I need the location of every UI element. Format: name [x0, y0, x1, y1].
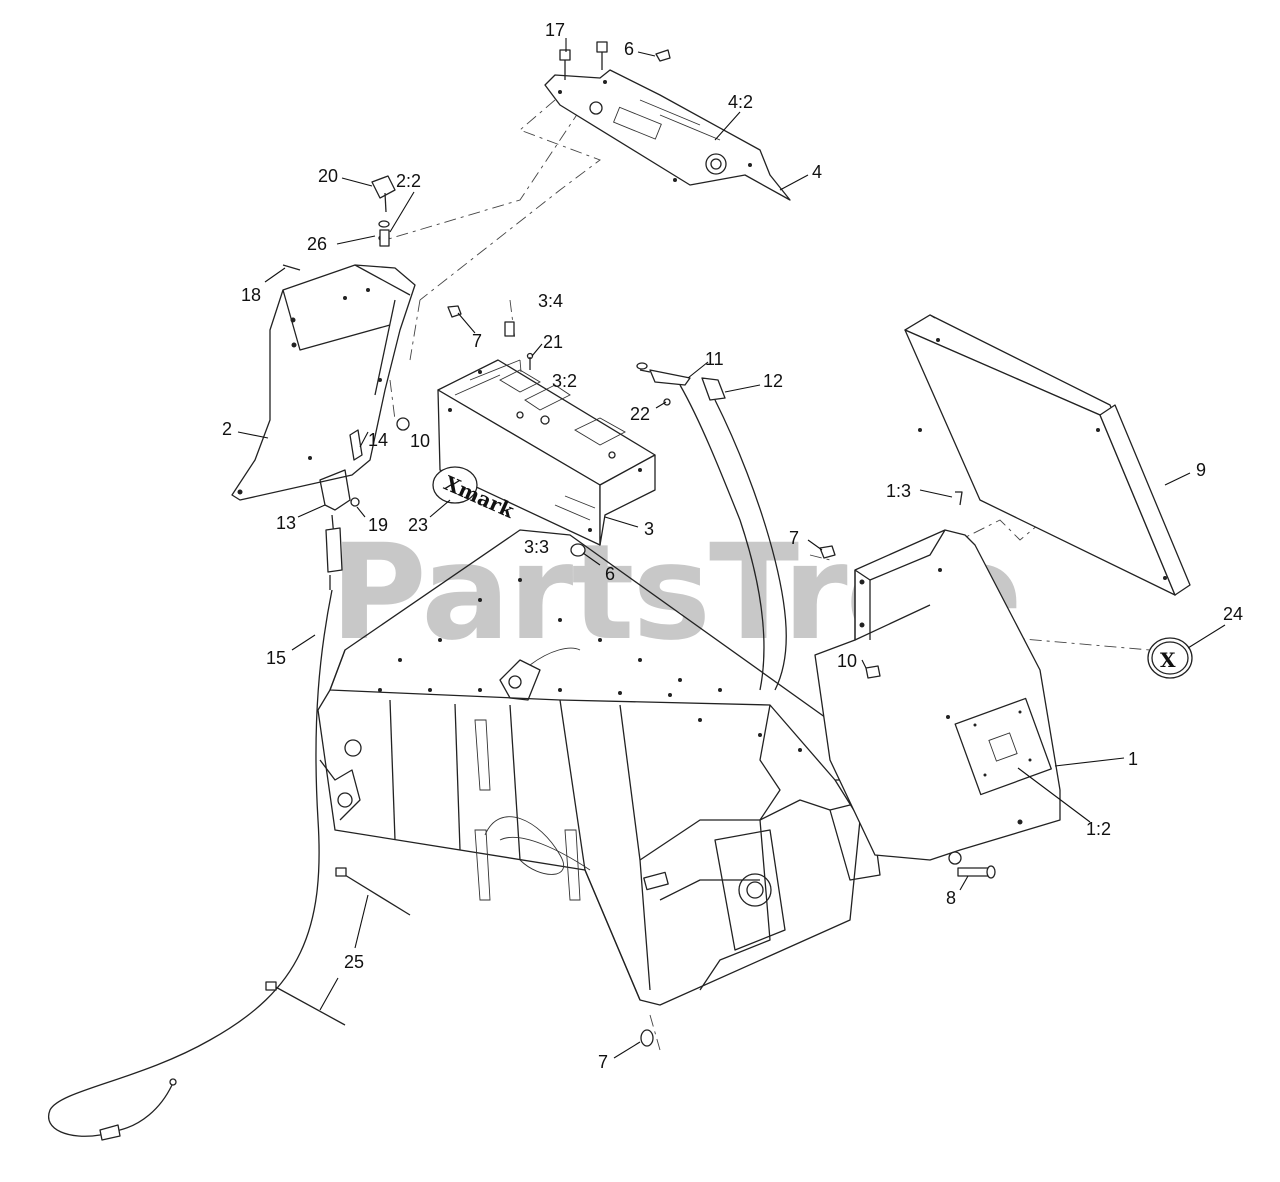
left-mounting-bracket	[231, 264, 416, 501]
callout-3: 3	[644, 519, 654, 539]
emblem-letter: X	[1160, 648, 1176, 672]
callout-1-3: 1:3	[886, 481, 911, 501]
seat-pad	[904, 314, 1191, 596]
callout-4: 4	[812, 162, 822, 182]
callout-6-mid: 6	[605, 564, 615, 584]
callout-10-left: 10	[410, 431, 430, 451]
callout-6-top: 6	[624, 39, 634, 59]
callout-3-4: 3:4	[538, 291, 563, 311]
right-side-panel	[814, 529, 1061, 865]
switch-hardware	[526, 352, 787, 691]
callout-2: 2	[222, 419, 232, 439]
callout-1: 1	[1128, 749, 1138, 769]
callout-3-2: 3:2	[552, 371, 577, 391]
callout-1-2: 1:2	[1086, 819, 1111, 839]
callout-labels: 17 6 4:2 4 20 2:2 26 18 3:4 7 21 11 12 3…	[222, 20, 1243, 1072]
callout-8: 8	[946, 888, 956, 908]
top-bracket-plate	[544, 69, 791, 201]
callout-2-2: 2:2	[396, 171, 421, 191]
callout-23: 23	[408, 515, 428, 535]
throttle-cable	[48, 589, 333, 1141]
misc-hardware	[265, 491, 996, 1047]
throttle-linkage	[319, 429, 363, 590]
callout-24: 24	[1223, 604, 1243, 624]
callout-22: 22	[630, 404, 650, 424]
emblem: X	[1147, 637, 1193, 679]
callout-26: 26	[307, 234, 327, 254]
callout-18: 18	[241, 285, 261, 305]
control-panel	[437, 359, 656, 546]
callout-7-upper: 7	[472, 331, 482, 351]
callout-21: 21	[543, 332, 563, 352]
callout-13: 13	[276, 513, 296, 533]
callout-12: 12	[763, 371, 783, 391]
hardware-top-left	[282, 41, 671, 431]
callout-25: 25	[344, 952, 364, 972]
callout-leaders	[237, 38, 1226, 1059]
callout-17: 17	[545, 20, 565, 40]
callout-4-2: 4:2	[728, 92, 753, 112]
callout-9: 9	[1196, 460, 1206, 480]
callout-15: 15	[266, 648, 286, 668]
callout-7-mid: 7	[789, 528, 799, 548]
callout-11: 11	[705, 349, 724, 369]
callout-3-3: 3:3	[524, 537, 549, 557]
callout-10-right: 10	[837, 651, 857, 671]
callout-14: 14	[368, 430, 388, 450]
callout-7-bottom: 7	[598, 1052, 608, 1072]
callout-19: 19	[368, 515, 388, 535]
callout-20: 20	[318, 166, 338, 186]
